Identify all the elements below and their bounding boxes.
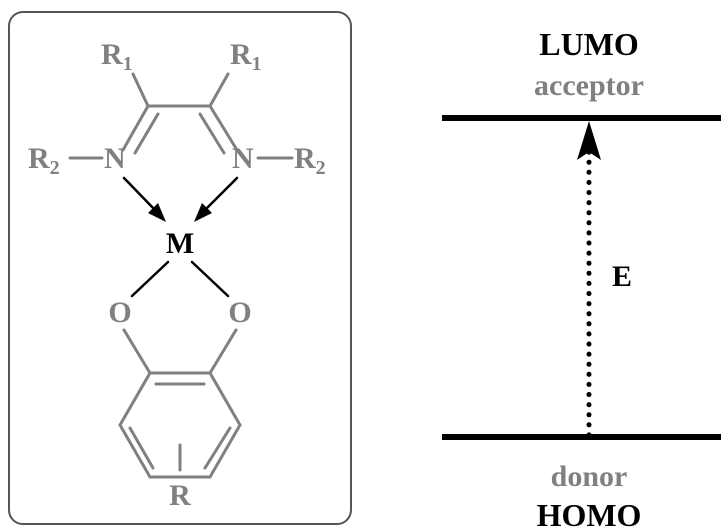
bond-m-o-left	[130, 260, 170, 298]
bond-o-c-right	[208, 328, 238, 375]
structure-frame	[8, 11, 352, 525]
bond-c-n-left	[121, 104, 150, 152]
bond-m-o-right	[190, 260, 230, 298]
arrowhead-right	[194, 203, 212, 222]
label-r2-right: R2	[294, 142, 326, 179]
ring-bond-lower-right	[208, 423, 242, 479]
atom-labels: R1 R1 R2 N N R2 M O O R	[28, 38, 326, 512]
ring-bond-lower-left	[118, 423, 152, 479]
metal-oxygen-bonds	[130, 260, 230, 298]
label-r2-left: R2	[28, 142, 60, 179]
coordination-arrows	[122, 176, 239, 222]
label-n-right: N	[232, 142, 254, 175]
transition-arrowhead	[577, 121, 601, 160]
ring-bond-left-inner	[128, 426, 155, 470]
gap-label: E	[612, 260, 632, 293]
label-o-left: O	[108, 296, 131, 329]
lumo-role: acceptor	[534, 69, 644, 102]
structure-panel: R1 R1 R2 N N R2 M O O R	[8, 11, 352, 525]
label-o-right: O	[228, 296, 251, 329]
bond-c-n-right-2	[198, 112, 226, 155]
label-ring-r: R	[169, 479, 191, 512]
energy-diagram: LUMO acceptor E donor HOMO	[442, 26, 721, 530]
lumo-label: LUMO	[539, 26, 639, 62]
bond-c-n-right	[208, 104, 239, 152]
label-r1-right: R1	[230, 38, 262, 75]
label-r1-left: R1	[101, 38, 133, 75]
ring-bond-right-inner	[203, 426, 232, 470]
ring-bond-upper-right	[208, 371, 242, 427]
arrowhead-left	[148, 203, 166, 222]
label-n-left: N	[104, 142, 126, 175]
homo-role: donor	[551, 460, 628, 493]
bond-o-c-left	[122, 328, 152, 375]
arrow-n-m-left	[122, 176, 157, 212]
homo-label: HOMO	[537, 497, 642, 530]
bond-c-r1-left	[131, 72, 150, 108]
catechol-ring	[118, 328, 242, 479]
ring-bond-upper-left	[118, 371, 152, 427]
diimine-bonds	[68, 72, 294, 160]
arrow-n-m-right	[203, 176, 239, 212]
label-metal: M	[166, 227, 194, 260]
bond-c-r1-right	[208, 72, 230, 108]
bond-c-n-left-2	[133, 112, 160, 155]
